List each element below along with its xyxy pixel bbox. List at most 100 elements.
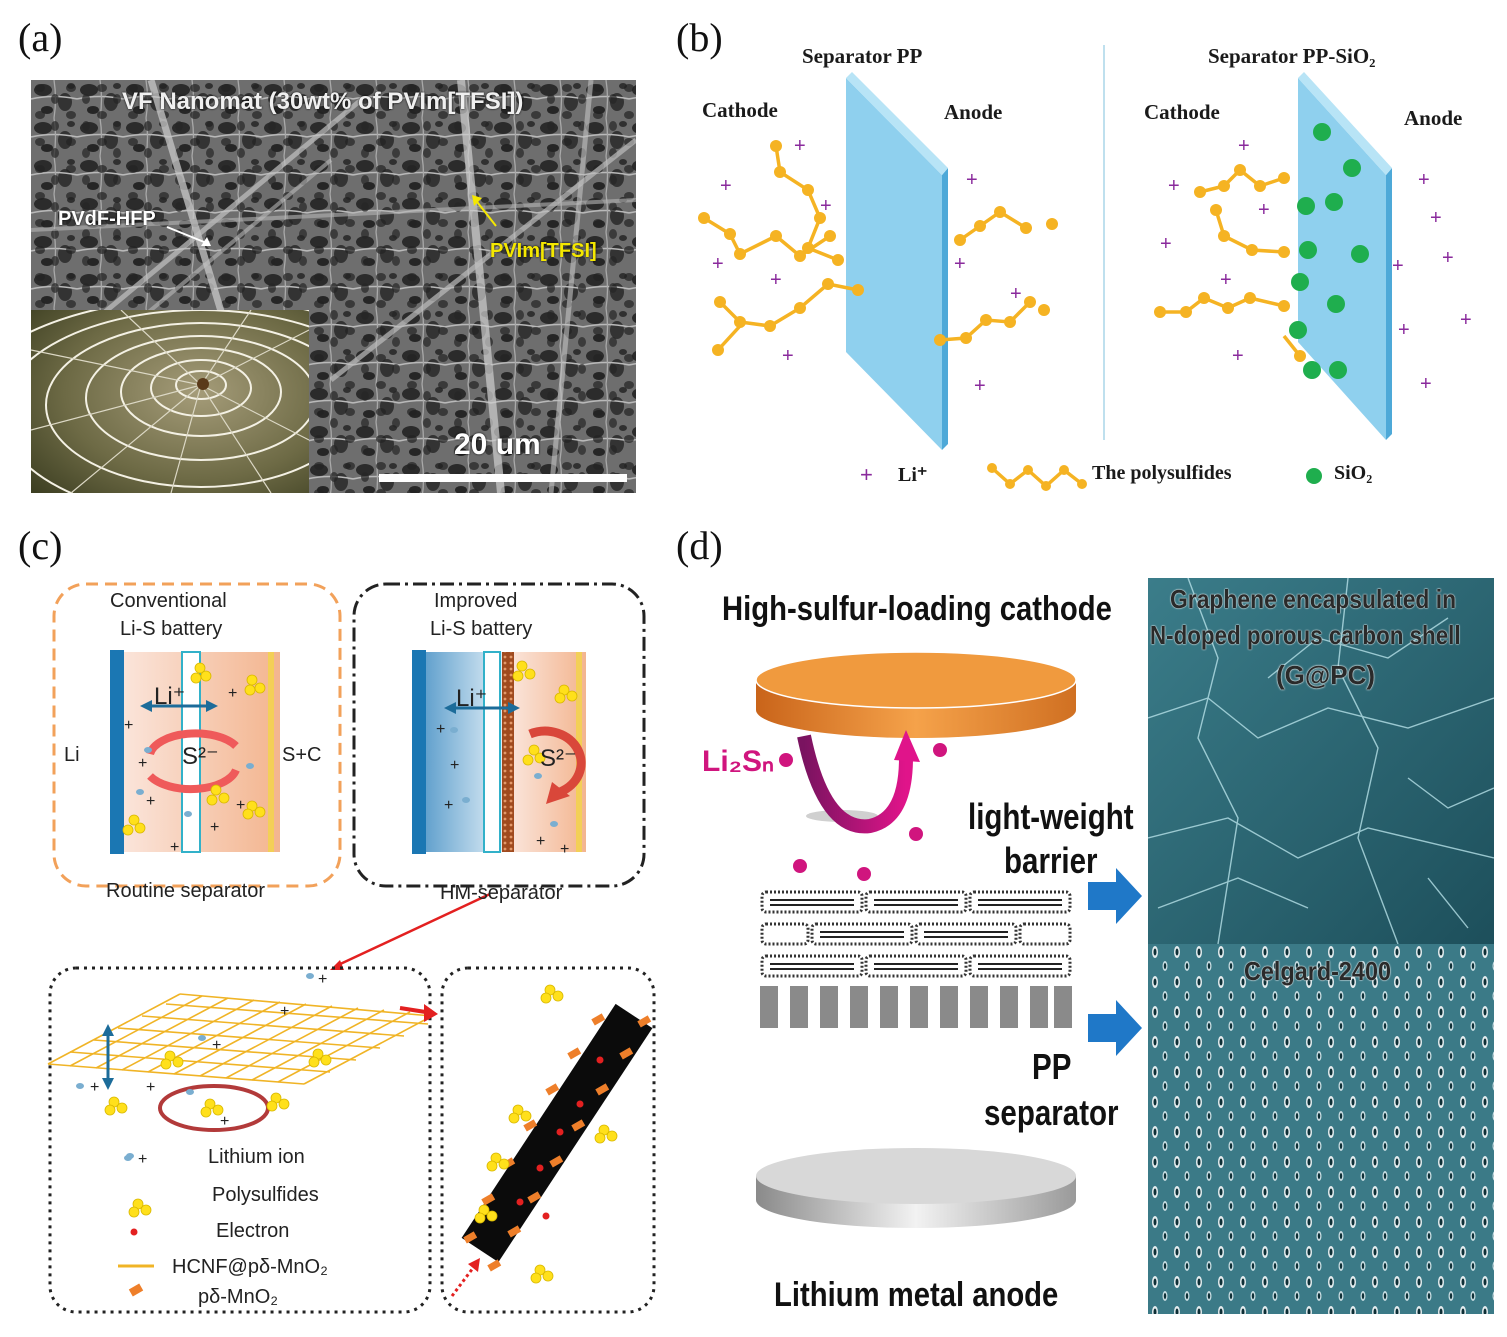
sc-electrode-label: S+C: [282, 744, 322, 766]
fiber-box: [440, 966, 656, 1314]
electrons: [516, 1056, 604, 1220]
improved-title-2: Li-S battery: [430, 618, 533, 640]
hm-coating-bar: [502, 652, 514, 852]
panel-label-a: (a): [18, 15, 63, 60]
conventional-title-1: Conventional: [110, 590, 227, 612]
svg-text:+: +: [782, 345, 794, 367]
improved-box: [352, 582, 646, 888]
sio2-particles: [1289, 123, 1369, 379]
barrier-caption-1: light-weight: [968, 796, 1134, 837]
svg-text:+: +: [1232, 345, 1244, 367]
svg-text:+: +: [450, 757, 459, 774]
pp-pointer-arrow: [1088, 1000, 1142, 1056]
separator-pp: [846, 78, 942, 450]
mechanism-box: [48, 966, 432, 1314]
svg-text:+: +: [1238, 135, 1250, 157]
svg-text:+: +: [228, 685, 237, 702]
svg-text:+: +: [318, 971, 327, 988]
hcnf-grid: [47, 993, 433, 1085]
svg-text:+: +: [170, 839, 179, 856]
mno2-flakes: [463, 1013, 652, 1272]
panel-a-title: VF Nanomat (30wt% of PVIm[TFSI]): [122, 88, 524, 115]
barrier-inner-lines: [770, 899, 1062, 970]
svg-text:+: +: [1418, 169, 1430, 191]
svg-text:+: +: [1220, 269, 1232, 291]
li2sn-label: Li₂Sₙ: [702, 745, 774, 778]
legend-polysulfides-label: The polysulfides: [1092, 462, 1232, 484]
svg-text:+: +: [560, 841, 569, 858]
svg-text:+: +: [146, 1079, 155, 1096]
legend-lithium-ion-label: Lithium ion: [208, 1146, 305, 1168]
li-ion-plus-marks: ++++ ++++ ++++ ++++ +++: [90, 685, 569, 1168]
pp-caption-2: separator: [984, 1092, 1119, 1133]
svg-text:+: +: [212, 1037, 221, 1054]
polysulfide-chains: [703, 145, 1302, 358]
cathode-label-left: Cathode: [702, 98, 778, 122]
svg-text:+: +: [138, 1151, 147, 1168]
li-electrode-label: Li: [64, 744, 80, 766]
svg-text:+: +: [820, 195, 832, 217]
svg-text:+: +: [236, 797, 245, 814]
hm-separator-label: HM-separator: [440, 882, 563, 904]
svg-text:+: +: [1258, 199, 1270, 221]
legend-hcnf-label: HCNF@pδ-MnO₂: [172, 1256, 328, 1278]
svg-text:+: +: [1430, 207, 1442, 229]
sem-celgard-caption: Celgard-2400: [1244, 956, 1391, 986]
sem-gpc-caption-1: Graphene encapsulated in: [1170, 584, 1457, 614]
svg-text:+: +: [770, 269, 782, 291]
svg-text:+: +: [1160, 233, 1172, 255]
svg-text:+: +: [146, 793, 155, 810]
barrier-layers: [760, 890, 1072, 978]
cathode-label-right: Cathode: [1144, 100, 1220, 124]
svg-text:+: +: [1442, 247, 1454, 269]
scale-bar-label: 20 um: [454, 428, 541, 461]
pvdf-hfp-label: PVdF-HFP: [58, 208, 156, 230]
svg-text:+: +: [436, 721, 445, 738]
legend-electron-label: Electron: [216, 1220, 290, 1242]
panel-b-diagram: +++ +++ ++++ ++++ ++++ +++++ +: [698, 45, 1472, 491]
li-anode-bar-left: [110, 650, 124, 854]
routine-separator-label: Routine separator: [106, 880, 265, 902]
svg-text:+: +: [210, 819, 219, 836]
svg-text:+: +: [794, 135, 806, 157]
legend-sio2-marker: [1306, 468, 1322, 484]
panel-label-d: (d): [676, 523, 723, 568]
svg-text:+: +: [124, 717, 133, 734]
li-anode-bar-right: [412, 650, 426, 854]
svg-text:+: +: [954, 253, 966, 275]
pp-caption-1: PP: [1032, 1046, 1072, 1087]
legend-polysulfides-label-c: Polysulfides: [212, 1184, 319, 1206]
anode-label-left: Anode: [944, 100, 1003, 124]
conventional-box: [52, 582, 342, 888]
legend-li-label: Li⁺: [898, 464, 928, 486]
panel-label-c: (c): [18, 523, 63, 568]
panel-a-sem-image: [31, 80, 636, 493]
svg-text:+: +: [974, 375, 986, 397]
svg-text:+: +: [1460, 309, 1472, 331]
legend-mno2-label: pδ-MnO₂: [198, 1286, 279, 1308]
separator-pp-sio2: [1298, 78, 1386, 440]
s2-right: S²⁻: [540, 745, 577, 772]
legend-electron-icon: [130, 1228, 138, 1236]
li-plus-right: Li⁺: [456, 685, 488, 712]
scale-bar-line: [379, 474, 627, 482]
svg-text:+: +: [712, 253, 724, 275]
legend-lithium-ion-icon: [126, 1153, 134, 1159]
svg-text:+: +: [138, 755, 147, 772]
svg-text:+: +: [444, 797, 453, 814]
svg-text:+: +: [966, 169, 978, 191]
improved-electrolyte-right: [506, 652, 586, 852]
li-ion-markers: +++ +++ ++++ ++++ ++++ +++++: [712, 135, 1472, 397]
pvim-label: PVIm[TFSI]: [490, 240, 597, 262]
pvim-arrow: [472, 195, 497, 227]
barrier-caption-2: barrier: [1004, 840, 1098, 881]
svg-text:+: +: [220, 1113, 229, 1130]
svg-text:+: +: [720, 175, 732, 197]
sem-gpc-caption-2: N-doped porous carbon shell: [1150, 620, 1461, 650]
li2sn-shuttle-arrow: [797, 734, 913, 834]
sem-gpc-caption-3: (G@PC): [1276, 660, 1376, 690]
legend-li-marker: +: [860, 462, 873, 487]
polysulfide-beads: [698, 140, 1306, 362]
cathode-bar-left: [268, 652, 274, 852]
pp-title: Separator PP: [802, 44, 923, 68]
